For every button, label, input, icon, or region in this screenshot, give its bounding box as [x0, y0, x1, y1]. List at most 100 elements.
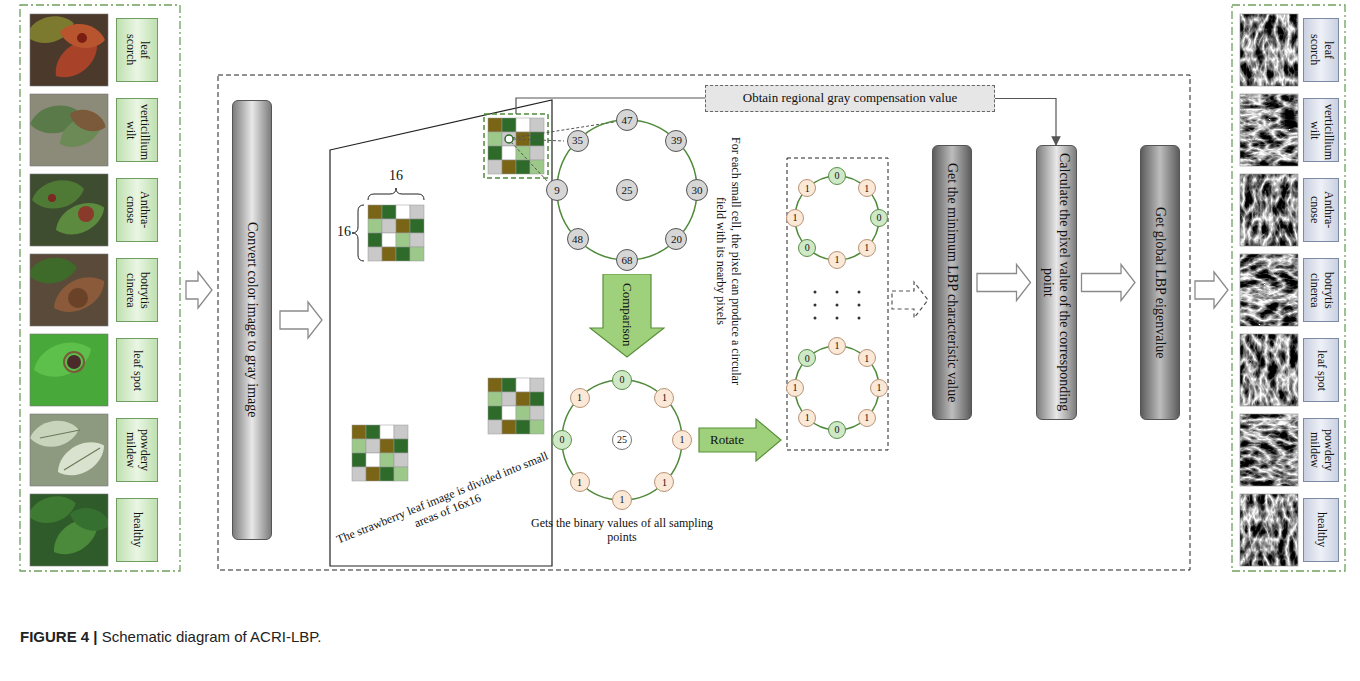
node-text: powdery mildew [123, 424, 151, 476]
leader-line [516, 98, 705, 114]
node-text: botrytis cinerea [1307, 264, 1335, 316]
block-arrow: Comparison [589, 274, 665, 358]
sampling-lines [511, 122, 614, 182]
disease-photo [23, 11, 108, 86]
cell-grid [352, 425, 408, 481]
node-text: Anthra-cnose [1307, 184, 1335, 236]
pixel-circle: 30 [686, 179, 708, 201]
pixel-circle: 9 [546, 179, 568, 201]
caption-number: FIGURE 4 | [20, 628, 98, 645]
node-text: 1 [680, 434, 685, 446]
texture-border [1240, 14, 1298, 566]
hollow-arrow [892, 282, 928, 318]
disease-label: botrytis cinerea [116, 258, 158, 322]
cell-grid [488, 118, 544, 174]
pixel-circle: 1 [786, 379, 804, 397]
node-text: leaf scorch [123, 24, 151, 76]
node-text: 25 [617, 434, 627, 446]
hollow-arrow [1082, 265, 1136, 301]
hollow-arrow [186, 272, 212, 308]
process-box: Get global LBP eigenvalue [1140, 145, 1180, 420]
caption-text: Schematic diagram of ACRI-LBP. [98, 628, 322, 645]
node-text: 48 [572, 233, 583, 246]
pixel-circle: 1 [654, 388, 674, 408]
pixel-circle: 1 [858, 409, 876, 427]
disease-label: leaf spot [1303, 338, 1339, 402]
pixel-circle: 68 [616, 249, 638, 271]
node-text: 1 [793, 212, 798, 224]
node-text: 0 [805, 353, 810, 365]
node-text: healthy [1314, 504, 1328, 556]
ellipsis-dots [814, 291, 861, 320]
node-text: 39 [671, 134, 682, 147]
node-text: Calculate the pixel value of the corresp… [1040, 151, 1072, 414]
node-text: 35 [572, 134, 583, 147]
pixel-circle: 1 [798, 179, 816, 197]
pixel-circle: 1 [570, 472, 590, 492]
pixel-circle: 0 [612, 370, 632, 390]
disease-photo [28, 414, 111, 486]
node-text: 1 [805, 412, 810, 424]
sampling-ring [795, 176, 879, 260]
pixel-circle: 1 [570, 388, 590, 408]
node-text: Anthra-cnose [123, 184, 151, 236]
disease-label: powdery mildew [116, 418, 158, 482]
disease-photo [25, 491, 113, 566]
pixel-circle: 1 [828, 251, 846, 269]
disease-label: verticillium wilt [116, 98, 158, 162]
sampling-ring [795, 346, 879, 430]
process-frame [218, 75, 1190, 570]
node-text: 1 [793, 382, 798, 394]
node-text: leaf spot [1314, 344, 1328, 396]
pixel-circle: 0 [828, 421, 846, 439]
disease-photo [29, 334, 108, 406]
node-text: 1 [662, 392, 667, 404]
disease-label: powdery mildew [1303, 418, 1339, 482]
connector-line [995, 99, 1056, 146]
pixel-circle: 1 [612, 490, 632, 510]
brace [368, 188, 424, 200]
node-text: 20 [671, 233, 682, 246]
pixel-circle: 0 [870, 209, 888, 227]
pixel-circle: 1 [828, 337, 846, 355]
block-arrow: Rotate [698, 418, 782, 462]
sampling-ring [557, 120, 697, 260]
node-text: 47 [622, 114, 633, 127]
pixel-circle: 0 [828, 167, 846, 185]
node-text: 1 [577, 392, 582, 404]
disease-photo [29, 174, 110, 246]
hollow-arrow [1195, 272, 1228, 308]
pixel-circle: 1 [786, 209, 804, 227]
disease-label: Anthra-cnose [116, 178, 158, 242]
disease-photo [26, 254, 111, 326]
node-text: 0 [877, 212, 882, 224]
node-text: verticillium wilt [1307, 104, 1335, 156]
pixel-circle: 0 [798, 239, 816, 257]
pixel-circle: 1 [798, 409, 816, 427]
node-text: 0 [560, 434, 565, 446]
node-text: 0 [620, 374, 625, 386]
node-text: botrytis cinerea [123, 264, 151, 316]
process-box: Convert color image to gray image [232, 100, 272, 540]
rotation-set-frame [787, 158, 888, 450]
node-text: 1 [577, 477, 582, 489]
pixel-circle: 35 [567, 130, 589, 152]
node-text: 1 [835, 254, 840, 266]
pixel-circle: 1 [672, 430, 692, 450]
process-box: Calculate the pixel value of the corresp… [1036, 145, 1077, 420]
node-text: 1 [864, 242, 869, 254]
figure-caption: FIGURE 4 | Schematic diagram of ACRI-LBP… [20, 628, 322, 645]
annotation: Gets the binary values of all sampling p… [527, 516, 717, 545]
input-panel [20, 5, 180, 571]
pixel-circle: 0 [798, 349, 816, 367]
disease-label: healthy [1303, 498, 1339, 562]
hollow-arrow [977, 265, 1031, 301]
node-text: Convert color image to gray image [244, 106, 260, 534]
annotation: For each small cell, the pixel can produ… [714, 130, 743, 392]
disease-photo [28, 94, 109, 166]
node-text: 1 [835, 340, 840, 352]
output-panel [1232, 5, 1345, 571]
node-text: 1 [877, 382, 882, 394]
node-text: healthy [130, 504, 144, 556]
